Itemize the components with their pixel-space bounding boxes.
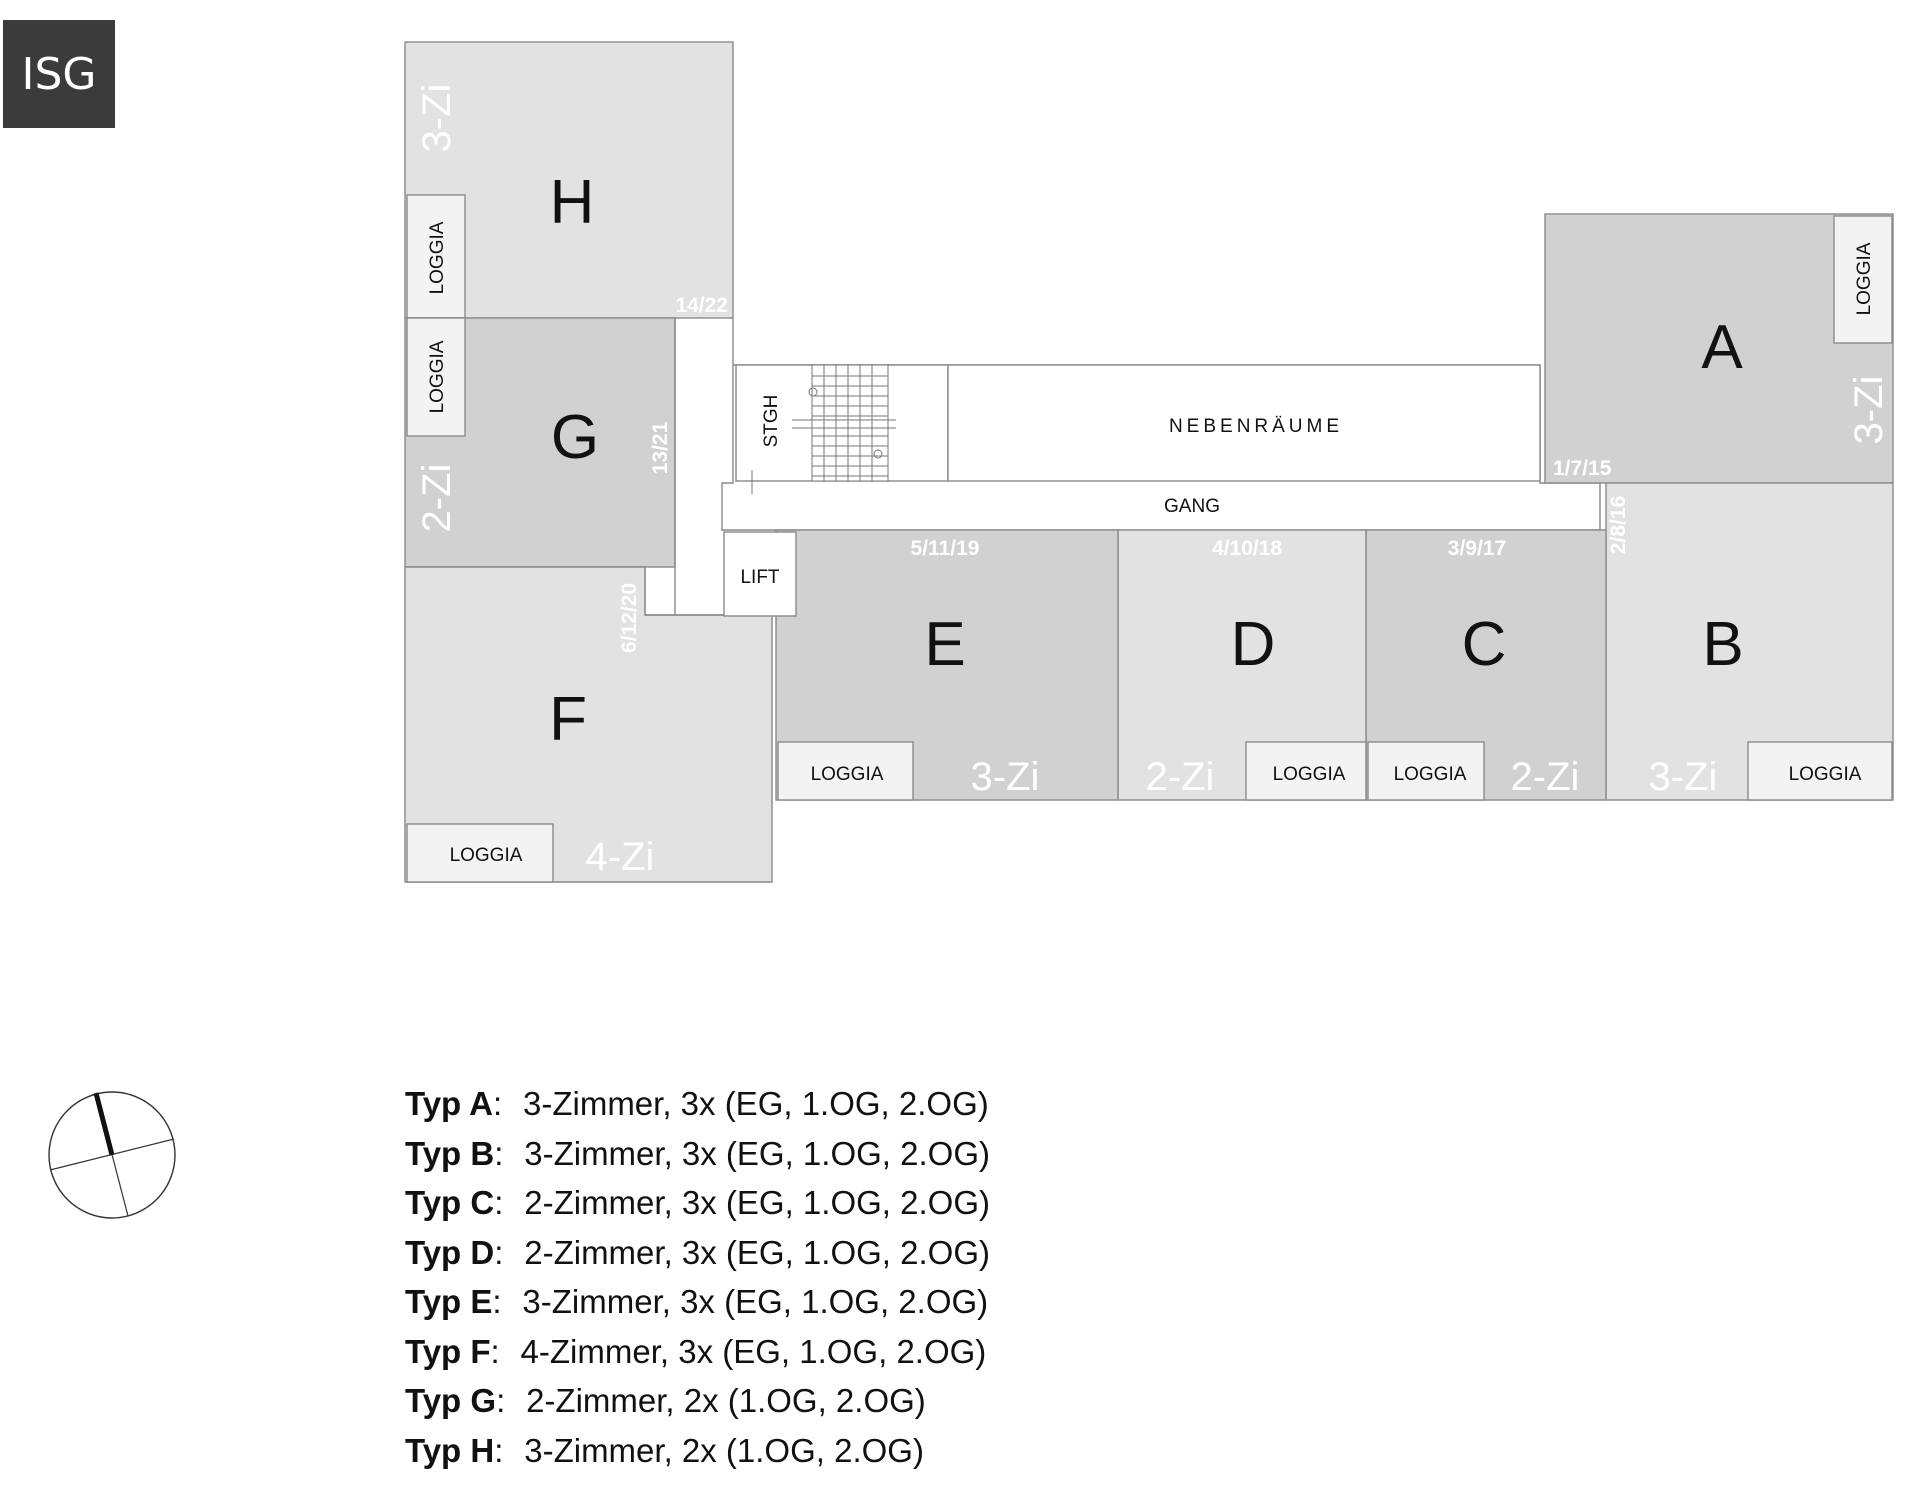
apartment-g-numbers: 13/21 bbox=[649, 421, 672, 474]
loggia-b-label: LOGGIA bbox=[1789, 764, 1862, 785]
apartment-g-letter: G bbox=[551, 403, 599, 472]
apartment-d-numbers: 4/10/18 bbox=[1212, 537, 1282, 560]
apartment-type-legend: Typ A:3-Zimmer, 3x (EG, 1.OG, 2.OG) Typ … bbox=[405, 1085, 990, 1481]
utility-rooms: NEBENRÄUME bbox=[947, 364, 1541, 482]
legend-text: 3-Zimmer, 3x (EG, 1.OG, 2.OG) bbox=[522, 1283, 989, 1320]
loggia-h: LOGGIA bbox=[406, 194, 466, 319]
isg-logo: ISG bbox=[3, 20, 115, 128]
lift: LIFT bbox=[723, 531, 797, 617]
loggia-e-label: LOGGIA bbox=[811, 764, 884, 785]
legend-row-d: Typ D:2-Zimmer, 3x (EG, 1.OG, 2.OG) bbox=[405, 1234, 990, 1284]
apartment-c-numbers: 3/9/17 bbox=[1448, 537, 1506, 560]
apartment-f-rooms: 4-Zi bbox=[586, 835, 655, 879]
apartment-h-letter: H bbox=[550, 168, 595, 237]
loggia-h-label: LOGGIA bbox=[427, 221, 448, 294]
legend-row-g: Typ G:2-Zimmer, 2x (1.OG, 2.OG) bbox=[405, 1382, 990, 1432]
loggia-f: LOGGIA bbox=[406, 823, 554, 883]
legend-text: 3-Zimmer, 3x (EG, 1.OG, 2.OG) bbox=[523, 1085, 989, 1122]
apartment-c-letter: C bbox=[1462, 610, 1507, 679]
apartment-h[interactable]: H 3-Zi 14/22 bbox=[404, 41, 734, 319]
legend-text: 2-Zimmer, 3x (EG, 1.OG, 2.OG) bbox=[524, 1233, 990, 1271]
legend-text: 3-Zimmer, 2x (1.OG, 2.OG) bbox=[524, 1431, 924, 1469]
apartment-c-rooms: 2-Zi bbox=[1511, 755, 1580, 799]
apartment-h-numbers: 14/22 bbox=[675, 294, 728, 317]
loggia-e: LOGGIA bbox=[777, 741, 914, 801]
legend-row-b: Typ B:3-Zimmer, 3x (EG, 1.OG, 2.OG) bbox=[405, 1135, 990, 1185]
legend-label: Typ H bbox=[405, 1431, 495, 1469]
loggia-c: LOGGIA bbox=[1367, 741, 1485, 801]
legend-label: Typ A bbox=[405, 1085, 493, 1122]
legend-row-h: Typ H:3-Zimmer, 2x (1.OG, 2.OG) bbox=[405, 1432, 990, 1482]
legend-colon: : bbox=[494, 1233, 504, 1271]
apartment-a-numbers: 1/7/15 bbox=[1553, 457, 1612, 480]
apartment-g-rooms: 2-Zi bbox=[415, 464, 459, 533]
legend-label: Typ B bbox=[405, 1134, 495, 1172]
loggia-b: LOGGIA bbox=[1747, 741, 1893, 801]
loggia-a: LOGGIA bbox=[1833, 215, 1893, 344]
apartment-f-letter: F bbox=[549, 685, 587, 754]
lift-label: LIFT bbox=[740, 567, 779, 588]
loggia-g: LOGGIA bbox=[406, 317, 466, 437]
legend-label: Typ F bbox=[405, 1332, 491, 1370]
loggia-f-label: LOGGIA bbox=[450, 845, 523, 866]
loggia-d-label: LOGGIA bbox=[1273, 764, 1346, 785]
apartment-b-rooms: 3-Zi bbox=[1649, 755, 1718, 799]
apartment-e-numbers: 5/11/19 bbox=[911, 537, 980, 560]
apartment-d-letter: D bbox=[1231, 610, 1276, 679]
apartment-f-numbers: 6/12/20 bbox=[618, 583, 641, 653]
legend-label: Typ E bbox=[405, 1283, 493, 1320]
apartment-f[interactable]: F 4-Zi 6/12/20 bbox=[404, 566, 773, 883]
legend-colon: : bbox=[493, 1085, 503, 1122]
apartment-e-letter: E bbox=[924, 610, 965, 679]
loggia-g-label: LOGGIA bbox=[427, 340, 448, 413]
legend-label: Typ C bbox=[405, 1184, 495, 1221]
apartment-a-letter: A bbox=[1701, 313, 1743, 382]
utility-rooms-label: NEBENRÄUME bbox=[1169, 416, 1343, 437]
legend-text: 4-Zimmer, 3x (EG, 1.OG, 2.OG) bbox=[520, 1332, 987, 1370]
apartment-e-rooms: 3-Zi bbox=[971, 755, 1040, 799]
apartment-b-numbers: 2/8/16 bbox=[1607, 496, 1630, 554]
apartment-d-rooms: 2-Zi bbox=[1146, 755, 1215, 799]
legend-colon: : bbox=[490, 1332, 500, 1370]
legend-colon: : bbox=[494, 1431, 504, 1469]
loggia-d: LOGGIA bbox=[1245, 741, 1367, 801]
legend-colon: : bbox=[494, 1134, 504, 1172]
legend-text: 2-Zimmer, 2x (1.OG, 2.OG) bbox=[526, 1382, 926, 1419]
legend-row-f: Typ F:4-Zimmer, 3x (EG, 1.OG, 2.OG) bbox=[405, 1333, 990, 1383]
legend-colon: : bbox=[492, 1283, 502, 1320]
legend-row-c: Typ C:2-Zimmer, 3x (EG, 1.OG, 2.OG) bbox=[405, 1184, 990, 1234]
legend-label: Typ D bbox=[405, 1233, 495, 1271]
north-arrow-icon bbox=[48, 1091, 176, 1219]
apartment-c[interactable]: C 2-Zi 3/9/17 bbox=[1365, 529, 1607, 801]
legend-text: 3-Zimmer, 3x (EG, 1.OG, 2.OG) bbox=[524, 1134, 990, 1172]
legend-row-a: Typ A:3-Zimmer, 3x (EG, 1.OG, 2.OG) bbox=[405, 1085, 990, 1135]
legend-colon: : bbox=[494, 1184, 504, 1221]
staircase: STGH bbox=[735, 364, 949, 494]
legend-text: 2-Zimmer, 3x (EG, 1.OG, 2.OG) bbox=[524, 1184, 990, 1221]
loggia-a-label: LOGGIA bbox=[1854, 242, 1875, 315]
apartment-h-rooms: 3-Zi bbox=[415, 84, 459, 153]
staircase-label: STGH bbox=[761, 395, 782, 448]
legend-row-e: Typ E:3-Zimmer, 3x (EG, 1.OG, 2.OG) bbox=[405, 1283, 990, 1333]
legend-colon: : bbox=[496, 1382, 506, 1419]
loggia-c-label: LOGGIA bbox=[1394, 764, 1467, 785]
apartment-b-letter: B bbox=[1702, 610, 1743, 679]
apartment-a-rooms: 3-Zi bbox=[1847, 376, 1891, 445]
legend-label: Typ G bbox=[405, 1382, 497, 1419]
corridor-label: GANG bbox=[1164, 496, 1220, 517]
